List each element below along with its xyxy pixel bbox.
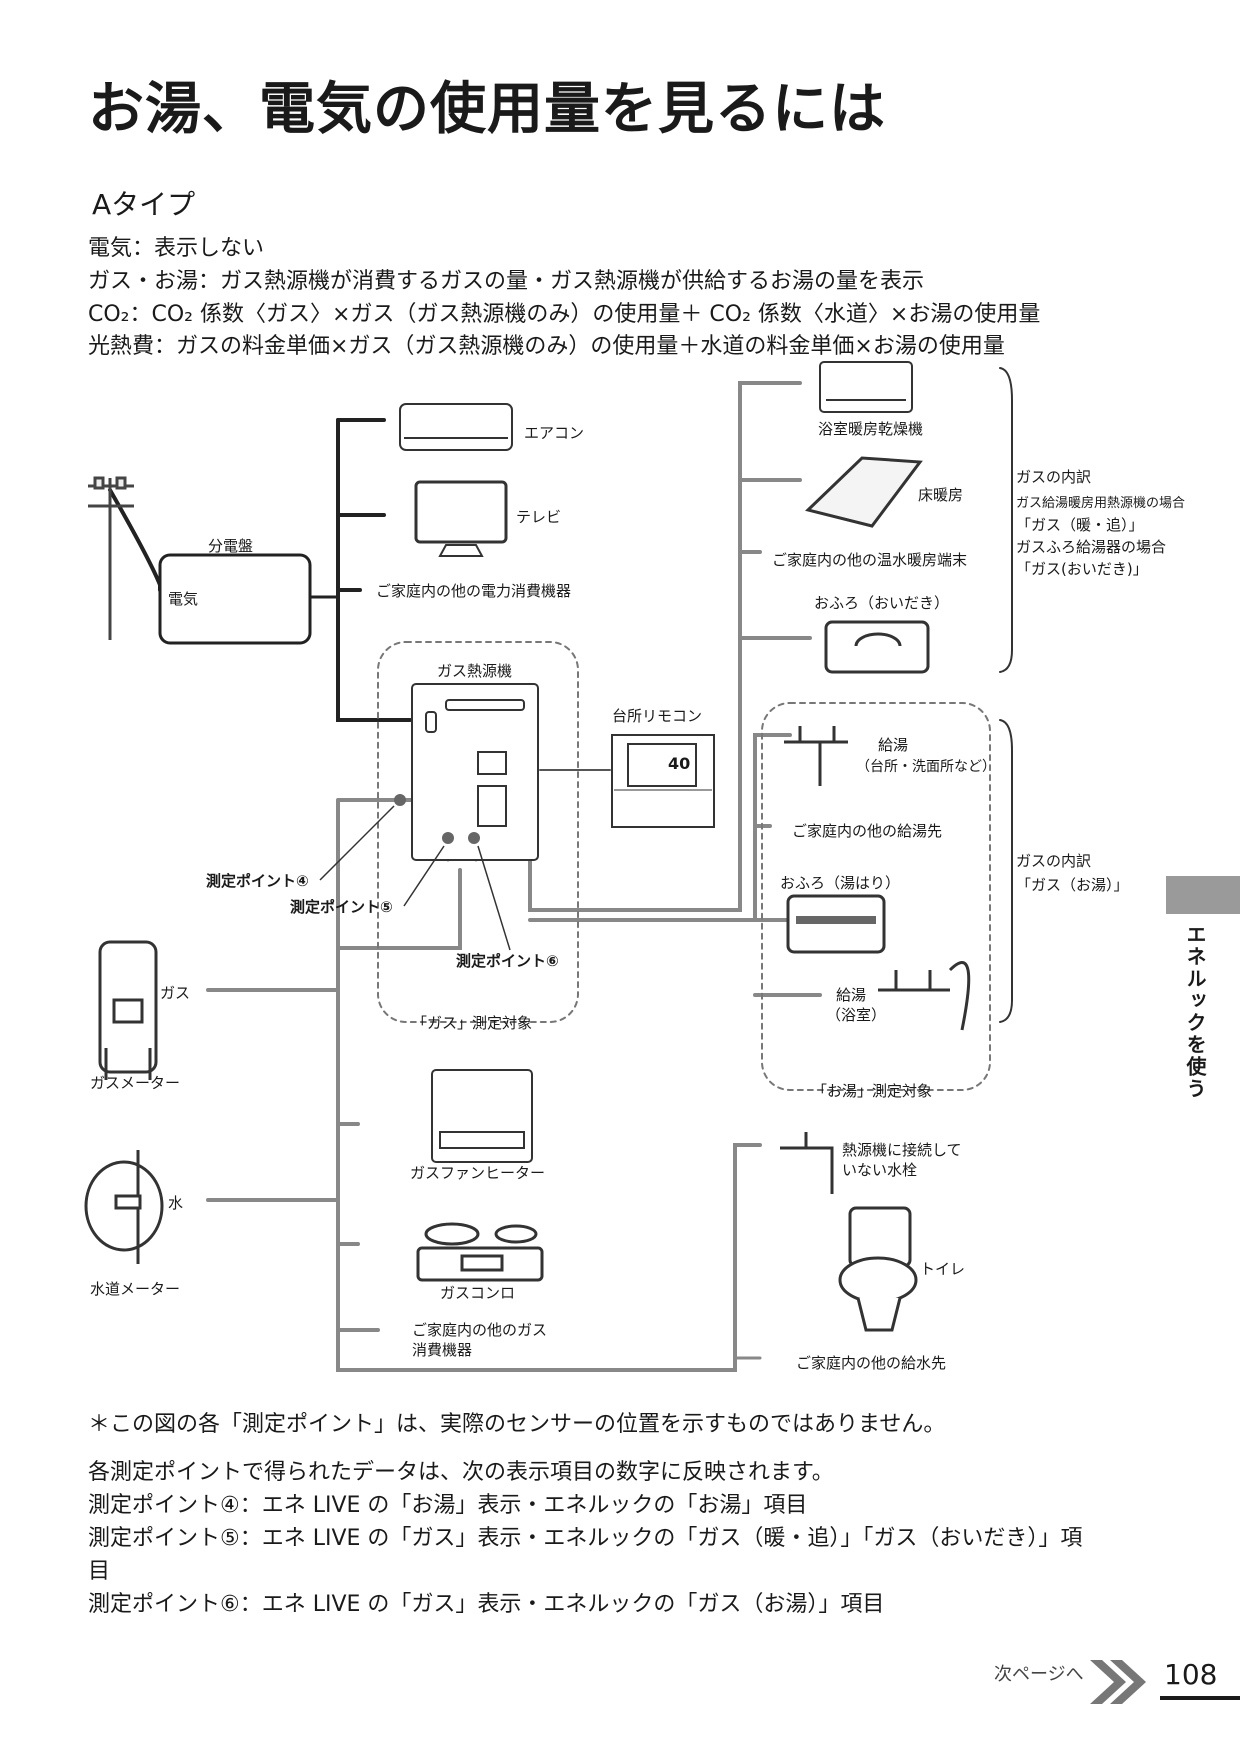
label-other-gas: ご家庭内の他のガス 消費機器 xyxy=(412,1321,548,1359)
gas-breakdown-label: ガスの内訳 xyxy=(1016,468,1092,486)
next-page-link[interactable]: 次ページへ xyxy=(994,1664,1084,1685)
label-floor-heating: 床暖房 xyxy=(918,486,964,504)
label-tv: テレビ xyxy=(516,508,562,526)
label-other-power: ご家庭内の他の電力消費機器 xyxy=(376,582,572,600)
desc-electric: 電気：表示しない xyxy=(88,236,265,261)
label-gas-meter: ガスメーター xyxy=(90,1074,181,1092)
label-water-meter: 水道メーター xyxy=(90,1280,181,1298)
measurement-point-5: 測定ポイント⑤ xyxy=(290,898,393,916)
label-kyuto-bath: 給湯 xyxy=(836,986,867,1004)
label-gas-target: 「ガス」測定対象 xyxy=(412,1014,533,1032)
label-other-water: ご家庭内の他の給水先 xyxy=(796,1354,947,1372)
gas-breakdown-case2: ガスふろ給湯器の場合 xyxy=(1016,538,1167,556)
note-point-5: 測定ポイント⑤：エネ LIVE の「ガス」表示・エネルックの「ガス（暖・追）」「… xyxy=(88,1526,1083,1551)
label-faucet-not-connected: 熱源機に接続して いない水栓 xyxy=(842,1141,962,1179)
label-aircon: エアコン xyxy=(524,424,585,442)
page-number: 108 xyxy=(1164,1658,1218,1691)
type-subtitle: Aタイプ xyxy=(92,188,196,221)
note-point-4: 測定ポイント④：エネ LIVE の「お湯」表示・エネルックの「お湯」項目 xyxy=(88,1493,808,1518)
desc-gas-hotwater: ガス・お湯：ガス熱源機が消費するガスの量・ガス熱源機が供給するお湯の量を表示 xyxy=(88,269,925,294)
label-kitchen-remote: 台所リモコン xyxy=(612,707,703,725)
page-title: お湯、電気の使用量を見るには xyxy=(88,77,886,142)
side-tab-marker xyxy=(1166,876,1240,914)
label-toilet: トイレ xyxy=(920,1260,966,1278)
gas-breakdown2-value: 「ガス（お湯）」 xyxy=(1016,876,1129,894)
label-gas: ガス xyxy=(160,984,191,1002)
gas-breakdown-case2-value: 「ガス(おいだき)」 xyxy=(1016,560,1148,578)
label-gas-fan-heater: ガスファンヒーター xyxy=(410,1164,546,1182)
desc-cost: 光熱費：ガスの料金単価×ガス（ガス熱源機のみ）の使用量＋水道の料金単価×お湯の使… xyxy=(88,334,1005,359)
label-water: 水 xyxy=(168,1194,184,1212)
label-oyu-target: 「お湯」測定対象 xyxy=(812,1082,933,1100)
note-point-5-cont: 目 xyxy=(88,1559,111,1584)
desc-co2: CO₂：CO₂ 係数〈ガス〉×ガス（ガス熱源機のみ）の使用量＋ CO₂ 係数〈水… xyxy=(88,302,1041,327)
label-gas-stove: ガスコンロ xyxy=(440,1284,516,1302)
label-kyuto: 給湯 xyxy=(878,736,909,754)
note-point-6: 測定ポイント⑥：エネ LIVE の「ガス」表示・エネルックの「ガス（お湯）」項目 xyxy=(88,1592,885,1617)
label-other-kyuto: ご家庭内の他の給湯先 xyxy=(792,822,943,840)
note-intro: 各測定ポイントで得られたデータは、次の表示項目の数字に反映されます。 xyxy=(88,1460,834,1485)
remote-display-temp: 40 xyxy=(668,754,691,773)
label-other-hot-water-heating: ご家庭内の他の温水暖房端末 xyxy=(772,551,968,569)
label-distribution-board: 分電盤 xyxy=(208,537,254,555)
label-bath-reheat: おふろ（おいだき） xyxy=(814,594,950,612)
label-kyuto-bath-sub: （浴室） xyxy=(826,1006,887,1024)
page-number-underline xyxy=(1160,1696,1240,1700)
side-tab-label: エネルックを使う xyxy=(1183,924,1207,1100)
gas-breakdown-case1: ガス給湯暖房用熱源機の場合 xyxy=(1016,496,1186,511)
label-bath-dryer: 浴室暖房乾燥機 xyxy=(818,420,924,438)
label-bath-fill: おふろ（湯はり） xyxy=(780,874,901,892)
measurement-point-4: 測定ポイント④ xyxy=(206,872,309,890)
label-electric: 電気 xyxy=(168,590,199,608)
measurement-point-6: 測定ポイント⑥ xyxy=(456,952,559,970)
label-kyuto-sub: （台所・洗面所など） xyxy=(856,759,996,775)
note-sensor-position: ＊この図の各「測定ポイント」は、実際のセンサーの位置を示すものではありません。 xyxy=(88,1412,946,1437)
gas-breakdown-case1-value: 「ガス（暖・追）」 xyxy=(1016,516,1144,534)
label-gas-heater-unit: ガス熱源機 xyxy=(437,662,513,680)
gas-breakdown2-label: ガスの内訳 xyxy=(1016,852,1092,870)
